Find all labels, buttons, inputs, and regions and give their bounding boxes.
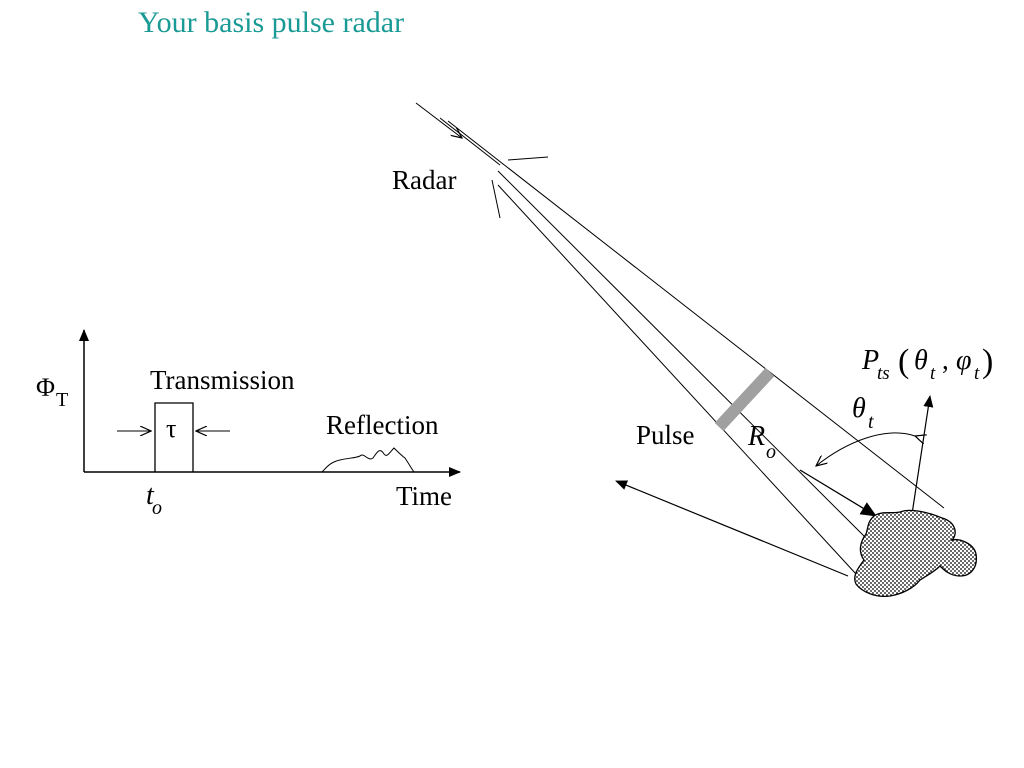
reflected-arrow <box>615 480 849 577</box>
p-subscript: ts <box>877 363 890 384</box>
transmission-label: Transmission <box>150 365 295 395</box>
paren-theta-subscript: t <box>930 363 936 384</box>
phi-subscript: T <box>56 389 68 411</box>
pulse-label: Pulse <box>636 420 695 450</box>
paren-comma: , <box>942 345 949 375</box>
reflection-echo <box>321 447 415 473</box>
phi-label: Φ <box>36 373 55 402</box>
time-label: Time <box>396 481 452 511</box>
p-label: P <box>861 345 879 376</box>
reflection-label: Reflection <box>326 410 439 440</box>
t-label: t <box>146 480 155 511</box>
range-label: R <box>747 421 765 452</box>
pts-expression: P ts ( θ t , φ t ) <box>861 343 993 384</box>
slide-title: Your basis pulse radar <box>138 6 405 39</box>
paren-phi: φ <box>956 345 972 376</box>
pulse-band <box>714 367 775 432</box>
incident-arrow <box>799 469 877 517</box>
transmission-pulse <box>154 402 194 472</box>
theta-arc <box>816 432 915 466</box>
range-subscript: o <box>766 441 776 463</box>
theta-label: θ <box>852 393 866 424</box>
geometry-sketch: Radar Pulse R o θ t P ts ( θ t , φ t ) <box>392 102 993 598</box>
tau-label: τ <box>166 414 176 443</box>
radar-label: Radar <box>392 165 456 195</box>
theta-subscript: t <box>868 411 874 433</box>
target-object <box>854 509 978 598</box>
radar-antenna <box>415 102 549 219</box>
t-subscript: o <box>152 497 162 519</box>
timing-plot: Φ T Transmission τ Reflection t o Time <box>36 329 461 519</box>
paren-phi-subscript: t <box>974 363 980 384</box>
paren-theta: θ <box>914 345 928 376</box>
paren-open: ( <box>898 343 909 380</box>
paren-close: ) <box>982 343 993 380</box>
